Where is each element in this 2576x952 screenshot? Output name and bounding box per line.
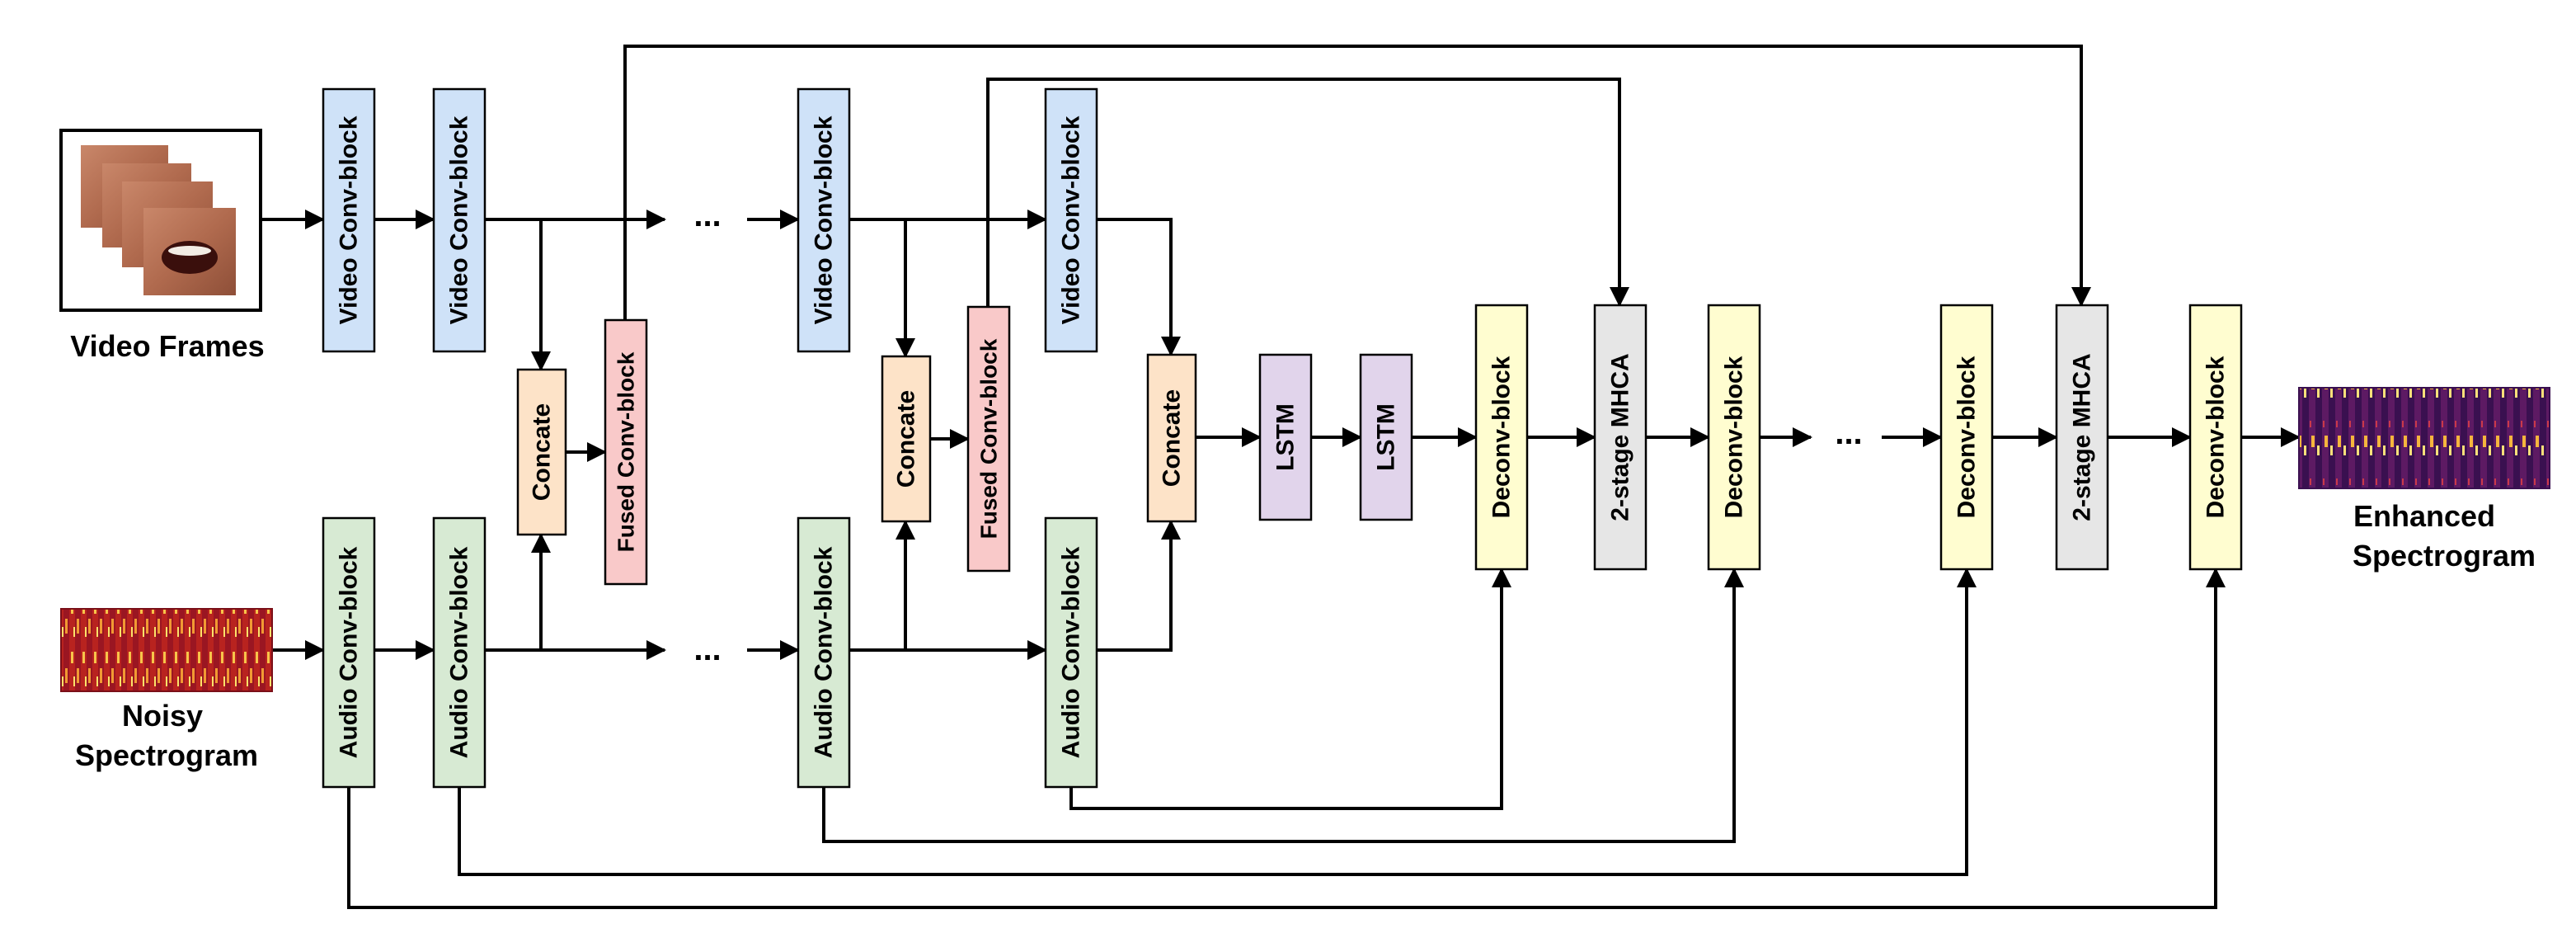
deconv-block-3-label: Deconv-block	[1953, 356, 1981, 518]
video-conv-block-4-box	[1044, 87, 1098, 353]
fused-conv-block-2-box	[966, 305, 1011, 573]
video-conv-block-2-box	[432, 87, 487, 353]
concat-block-1-box	[516, 368, 567, 536]
noisy-label-line1: Noisy	[122, 699, 203, 733]
deconv-block-4-label: Deconv-block	[2202, 356, 2230, 518]
video-conv-block-3: Video Conv-block	[797, 87, 851, 353]
audio-conv-block-2-box	[432, 516, 487, 789]
video-conv-block-1-box	[322, 87, 376, 353]
audio-conv-block-2: Audio Conv-block	[432, 516, 487, 789]
audio-conv-block-3: Audio Conv-block	[797, 516, 851, 789]
video-frames-image	[59, 129, 262, 312]
ellipsis-decoder-path: ...	[1835, 415, 1862, 451]
audio-conv-block-4-label: Audio Conv-block	[1058, 546, 1085, 758]
edge-skip-audio1-to-deconv4	[347, 568, 2226, 909]
concat-block-3: Concate	[1146, 353, 1197, 523]
deconv-block-2-label: Deconv-block	[1721, 356, 1748, 518]
video-conv-block-2: Video Conv-block	[432, 87, 487, 353]
lstm-block-2-box	[1359, 353, 1413, 521]
lstm-block-1-box	[1258, 353, 1313, 521]
mhca-block-2-label: 2-stage MHCA	[2069, 353, 2096, 521]
edge-fused1-to-mhca2	[623, 45, 2091, 320]
ellipsis-video-path: ...	[693, 197, 721, 233]
deconv-block-4: Deconv-block	[2188, 304, 2243, 571]
audio-conv-block-3-box	[797, 516, 851, 789]
fused-conv-block-2-label: Fused Conv-block	[976, 338, 1002, 539]
video-conv-block-1: Video Conv-block	[322, 87, 376, 353]
edge-audio4-to-concat3	[1097, 520, 1181, 652]
audio-conv-block-2-label: Audio Conv-block	[446, 546, 473, 758]
audio-conv-block-1-box	[322, 516, 376, 789]
lstm-block-1: LSTM	[1258, 353, 1313, 521]
deconv-block-2-box	[1707, 304, 1761, 571]
edge-fused2-to-mhca1	[986, 78, 1629, 307]
deconv-block-1-label: Deconv-block	[1488, 356, 1516, 518]
fused-conv-block-2: Fused Conv-block	[966, 305, 1011, 573]
concat-block-2-label: Concate	[893, 390, 920, 488]
deconv-block-4-box	[2188, 304, 2243, 571]
lstm-block-1-label: LSTM	[1272, 403, 1300, 471]
concat-block-1: Concate	[516, 368, 567, 536]
deconv-block-1-box	[1474, 304, 1529, 571]
deconv-block-1: Deconv-block	[1474, 304, 1529, 571]
video-conv-block-4: Video Conv-block	[1044, 87, 1098, 353]
audio-conv-block-4: Audio Conv-block	[1044, 516, 1098, 789]
fused-conv-block-1-label: Fused Conv-block	[613, 351, 639, 552]
edge-video4-to-concat3	[1097, 218, 1181, 356]
mhca-block-1-label: 2-stage MHCA	[1607, 353, 1634, 521]
mhca-block-1-box	[1593, 304, 1648, 571]
mhca-block-2-box	[2055, 304, 2109, 571]
concat-block-3-box	[1146, 353, 1197, 523]
enhanced-label-line1: Enhanced	[2353, 499, 2495, 533]
fused-conv-block-1: Fused Conv-block	[604, 318, 648, 586]
enhanced-spectrogram-image	[2298, 387, 2550, 489]
concat-block-2: Concate	[881, 355, 932, 523]
video-conv-block-3-label: Video Conv-block	[811, 115, 838, 324]
lstm-block-2: LSTM	[1359, 353, 1413, 521]
video-conv-block-4-label: Video Conv-block	[1058, 115, 1085, 324]
video-conv-block-3-box	[797, 87, 851, 353]
ellipsis-audio-path: ...	[693, 631, 721, 667]
audio-conv-block-3-label: Audio Conv-block	[811, 546, 838, 758]
audio-conv-block-1-label: Audio Conv-block	[336, 546, 363, 758]
deconv-block-3-box	[1939, 304, 1994, 571]
video-frames-label: Video Frames	[70, 329, 264, 363]
deconv-block-3: Deconv-block	[1939, 304, 1994, 571]
mhca-block-1: 2-stage MHCA	[1593, 304, 1648, 571]
video-conv-block-2-label: Video Conv-block	[446, 115, 473, 324]
fused-conv-block-1-box	[604, 318, 648, 586]
video-conv-block-1-label: Video Conv-block	[336, 115, 363, 324]
concat-block-1-label: Concate	[529, 403, 556, 501]
mhca-block-2: 2-stage MHCA	[2055, 304, 2109, 571]
edge-skip-audio4-to-deconv1	[1069, 568, 1511, 810]
lstm-block-2-label: LSTM	[1373, 403, 1400, 471]
enhanced-label-line2: Spectrogram	[2353, 539, 2536, 573]
noisy-label-line2: Spectrogram	[75, 738, 258, 772]
concat-block-3-label: Concate	[1159, 389, 1186, 487]
audio-conv-block-1: Audio Conv-block	[322, 516, 376, 789]
noisy-spectrogram-image	[60, 608, 273, 692]
edge-skip-audio3-to-deconv2	[822, 568, 1744, 843]
edge-skip-audio2-to-deconv3	[458, 568, 1977, 876]
deconv-block-2: Deconv-block	[1707, 304, 1761, 571]
concat-block-2-box	[881, 355, 932, 523]
audio-conv-block-4-box	[1044, 516, 1098, 789]
